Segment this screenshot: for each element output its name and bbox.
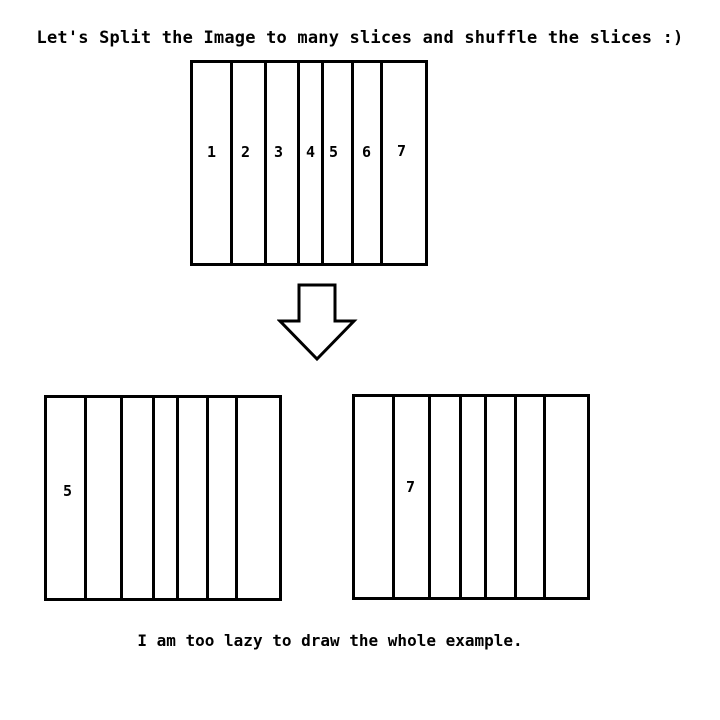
slice-divider	[264, 63, 267, 263]
slice-label-6: 6	[362, 143, 372, 161]
slice-label-4: 4	[306, 143, 316, 161]
slice-divider	[230, 63, 233, 263]
slice-label-5: 5	[329, 143, 339, 161]
slice-label-2: 2	[241, 143, 251, 161]
caption: I am too lazy to draw the whole example.	[137, 631, 523, 650]
slice-divider	[543, 397, 546, 597]
original-image-box: 1 2 3 4 5 6 7	[190, 60, 428, 266]
slice-divider	[206, 398, 209, 598]
slice-divider	[321, 63, 324, 263]
slice-divider	[484, 397, 487, 597]
slice-divider	[351, 63, 354, 263]
slice-label-7: 7	[406, 478, 416, 496]
down-arrow-icon	[277, 283, 358, 362]
slice-divider	[428, 397, 431, 597]
slice-divider	[297, 63, 300, 263]
slice-divider	[235, 398, 238, 598]
slice-label-5: 5	[63, 482, 73, 500]
slice-divider	[514, 397, 517, 597]
slice-divider	[380, 63, 383, 263]
slice-label-3: 3	[274, 143, 284, 161]
slice-label-7: 7	[397, 142, 407, 160]
slice-divider	[176, 398, 179, 598]
slice-divider	[392, 397, 395, 597]
shuffled-image-left: 5	[44, 395, 282, 601]
slice-divider	[152, 398, 155, 598]
shuffled-image-right: 7	[352, 394, 590, 600]
slice-divider	[84, 398, 87, 598]
slice-label-1: 1	[207, 143, 217, 161]
title: Let's Split the Image to many slices and…	[36, 28, 684, 48]
slice-divider	[459, 397, 462, 597]
slice-divider	[120, 398, 123, 598]
